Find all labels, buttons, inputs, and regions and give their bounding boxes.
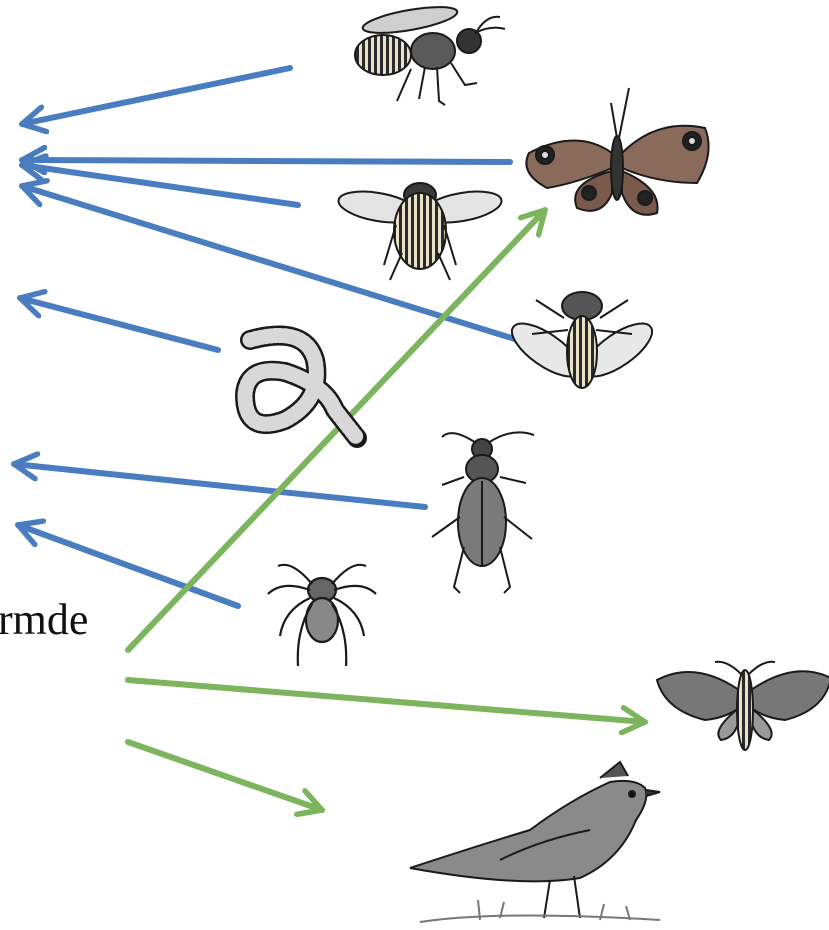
arrow-to-skylark [128,742,322,810]
ground-beetle-icon [432,432,534,593]
arrow-peacock-butterfly [22,160,510,162]
spider-icon [268,565,376,666]
arrow-ground-beetle [14,464,425,507]
skylark-icon [410,762,660,922]
arrow-honeybee [22,68,290,124]
hoverfly-icon [504,292,660,388]
honeybee-icon [355,2,505,105]
organism-label: rmde [0,598,88,642]
arrow-to-peacock-butterfly [128,210,545,650]
arrow-earthworm [20,298,218,350]
bumblebee-icon [336,183,504,280]
peacock-butterfly-icon [526,88,708,215]
arrow-to-moth [128,680,645,722]
moth-icon [657,662,829,750]
earthworm-icon [245,336,357,439]
